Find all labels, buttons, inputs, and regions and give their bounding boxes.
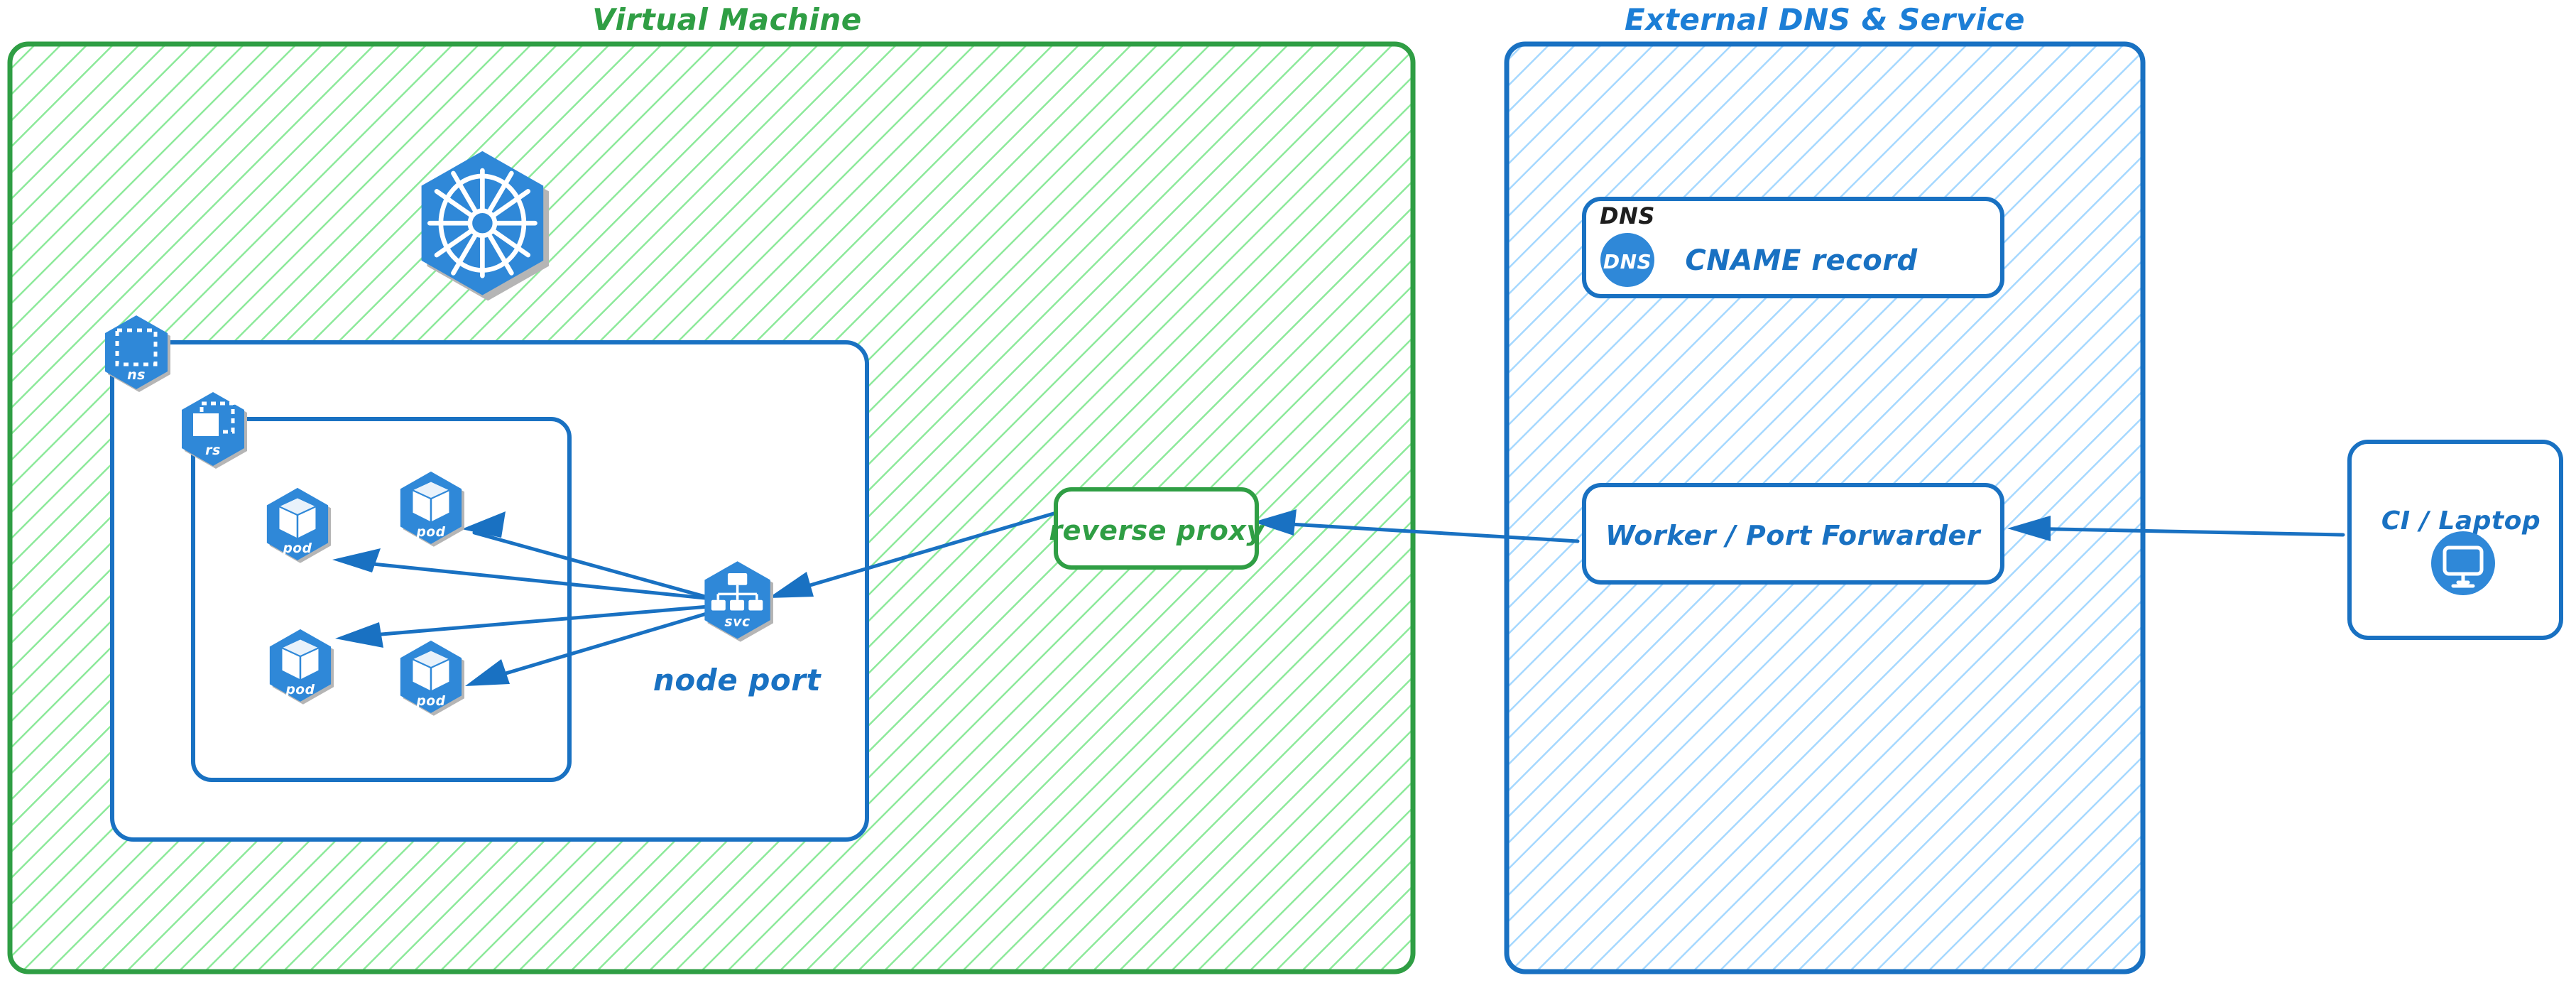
arrow-svc-to-pod-3 (335, 603, 728, 648)
reverse-proxy-box[interactable]: reverse proxy (1049, 487, 1265, 570)
namespace-badge-label: ns (127, 367, 146, 383)
pod-label-4: pod (416, 694, 446, 709)
monitor-circle-icon (2431, 531, 2495, 595)
arrow-svc-to-pod-4 (465, 606, 728, 686)
external-border (1504, 41, 2146, 974)
arrow-group (332, 509, 2345, 686)
ci-laptop-label: CI / Laptop (2381, 506, 2540, 536)
pod-label-1: pod (283, 541, 312, 556)
group-title-external-dns: External DNS & Service (1625, 2, 2025, 37)
group-title-virtual-machine: Virtual Machine (592, 2, 861, 37)
dns-group-label: DNS (1600, 202, 1655, 229)
replicaset-badge-label: rs (205, 442, 221, 458)
namespace-badge: ns (105, 315, 170, 392)
arrow-worker-to-proxy (1253, 509, 1580, 543)
arrow-ci-to-worker (2007, 516, 2345, 541)
kubernetes-logo (421, 151, 549, 301)
arrow-proxy-to-svc (768, 511, 1056, 598)
pod-node-2: pod (400, 471, 464, 547)
dns-record-label: CNAME record (1685, 244, 1917, 277)
namespace-icon (115, 328, 158, 366)
vm-border (7, 41, 1416, 974)
worker-box[interactable]: Worker / Port Forwarder (1582, 483, 2004, 585)
worker-box-frame[interactable] (1582, 483, 2004, 585)
replicaset-badge: rs (182, 392, 247, 469)
service-badge-label: svc (724, 614, 750, 630)
replicaset-container (191, 417, 572, 782)
node-port-caption: node port (653, 663, 822, 697)
service-icon (711, 573, 763, 611)
dns-box[interactable]: DNS DNS CNAME record (1582, 197, 2004, 298)
pod-node-4: pod (400, 640, 464, 716)
pod-node-1: pod (266, 487, 331, 563)
ci-laptop-box[interactable]: CI / Laptop (2347, 440, 2563, 640)
arrow-svc-to-pod-1 (332, 548, 728, 602)
pod-label-3: pod (285, 683, 315, 697)
service-node: svc (704, 561, 773, 642)
dns-icon-label: DNS (1603, 250, 1652, 273)
pod-node-3: pod (269, 629, 334, 705)
reverse-proxy-label: reverse proxy (1049, 515, 1265, 546)
arrow-svc-to-pod-2 (462, 511, 728, 604)
dns-circle-icon (1600, 233, 1654, 287)
reverse-proxy-box-frame[interactable] (1054, 487, 1259, 570)
dns-box-frame[interactable] (1582, 197, 2004, 298)
worker-label: Worker / Port Forwarder (1605, 520, 1982, 551)
pod-label-2: pod (416, 525, 446, 540)
replicaset-icon (193, 401, 235, 436)
